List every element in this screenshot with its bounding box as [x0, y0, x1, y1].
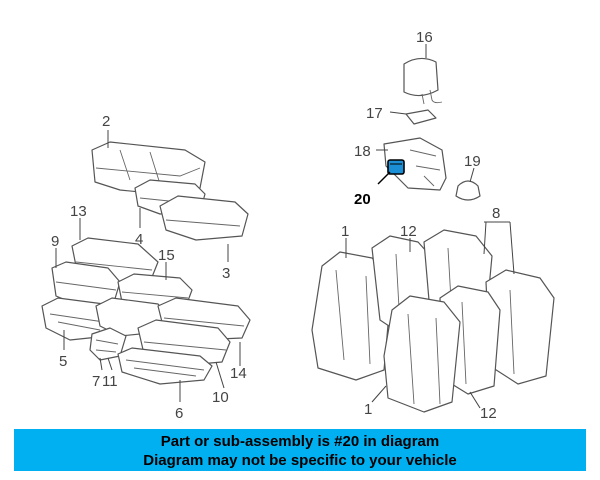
callout-11: 11: [102, 373, 118, 390]
part-16-headrest: [403, 57, 443, 105]
callout-3: 3: [222, 265, 230, 282]
callout-20: 20: [354, 191, 371, 208]
callout-1-bottom: 1: [364, 401, 372, 418]
callout-4: 4: [135, 231, 143, 248]
callout-17: 17: [366, 105, 383, 122]
callout-5: 5: [59, 353, 67, 370]
callout-7: 7: [92, 373, 100, 390]
callout-15: 15: [158, 247, 175, 264]
part-20-latch-cover: [387, 159, 405, 175]
callout-16: 16: [416, 29, 433, 46]
callout-1-top: 1: [341, 223, 349, 240]
callout-2: 2: [102, 113, 110, 130]
banner-line-1: Part or sub-assembly is #20 in diagram: [160, 433, 440, 450]
callout-12-bottom: 12: [480, 405, 497, 422]
callouts: 2 4 3 13 9 15 5 7 11 6 10 14 1 12 8 1 12…: [51, 29, 500, 422]
leader-lines: [55, 44, 515, 409]
callout-10: 10: [212, 389, 229, 406]
callout-14: 14: [230, 365, 247, 382]
banner-line-2: Diagram may not be specific to your vehi…: [143, 452, 457, 469]
callout-9: 9: [51, 233, 59, 250]
callout-18: 18: [354, 143, 371, 160]
callout-19: 19: [464, 153, 481, 170]
callout-13: 13: [70, 203, 87, 220]
part-1-seatback-front: [383, 295, 461, 413]
info-banner: Part or sub-assembly is #20 in diagram D…: [14, 429, 586, 471]
part-3-cushion: [159, 195, 249, 241]
part-6-base: [117, 347, 213, 385]
callout-6: 6: [175, 405, 183, 422]
part-17-guide: [405, 109, 437, 125]
callout-8: 8: [492, 205, 500, 222]
part-19-knob: [455, 180, 481, 201]
callout-12-top: 12: [400, 223, 417, 240]
part-1-seatback-rear: [311, 251, 393, 381]
